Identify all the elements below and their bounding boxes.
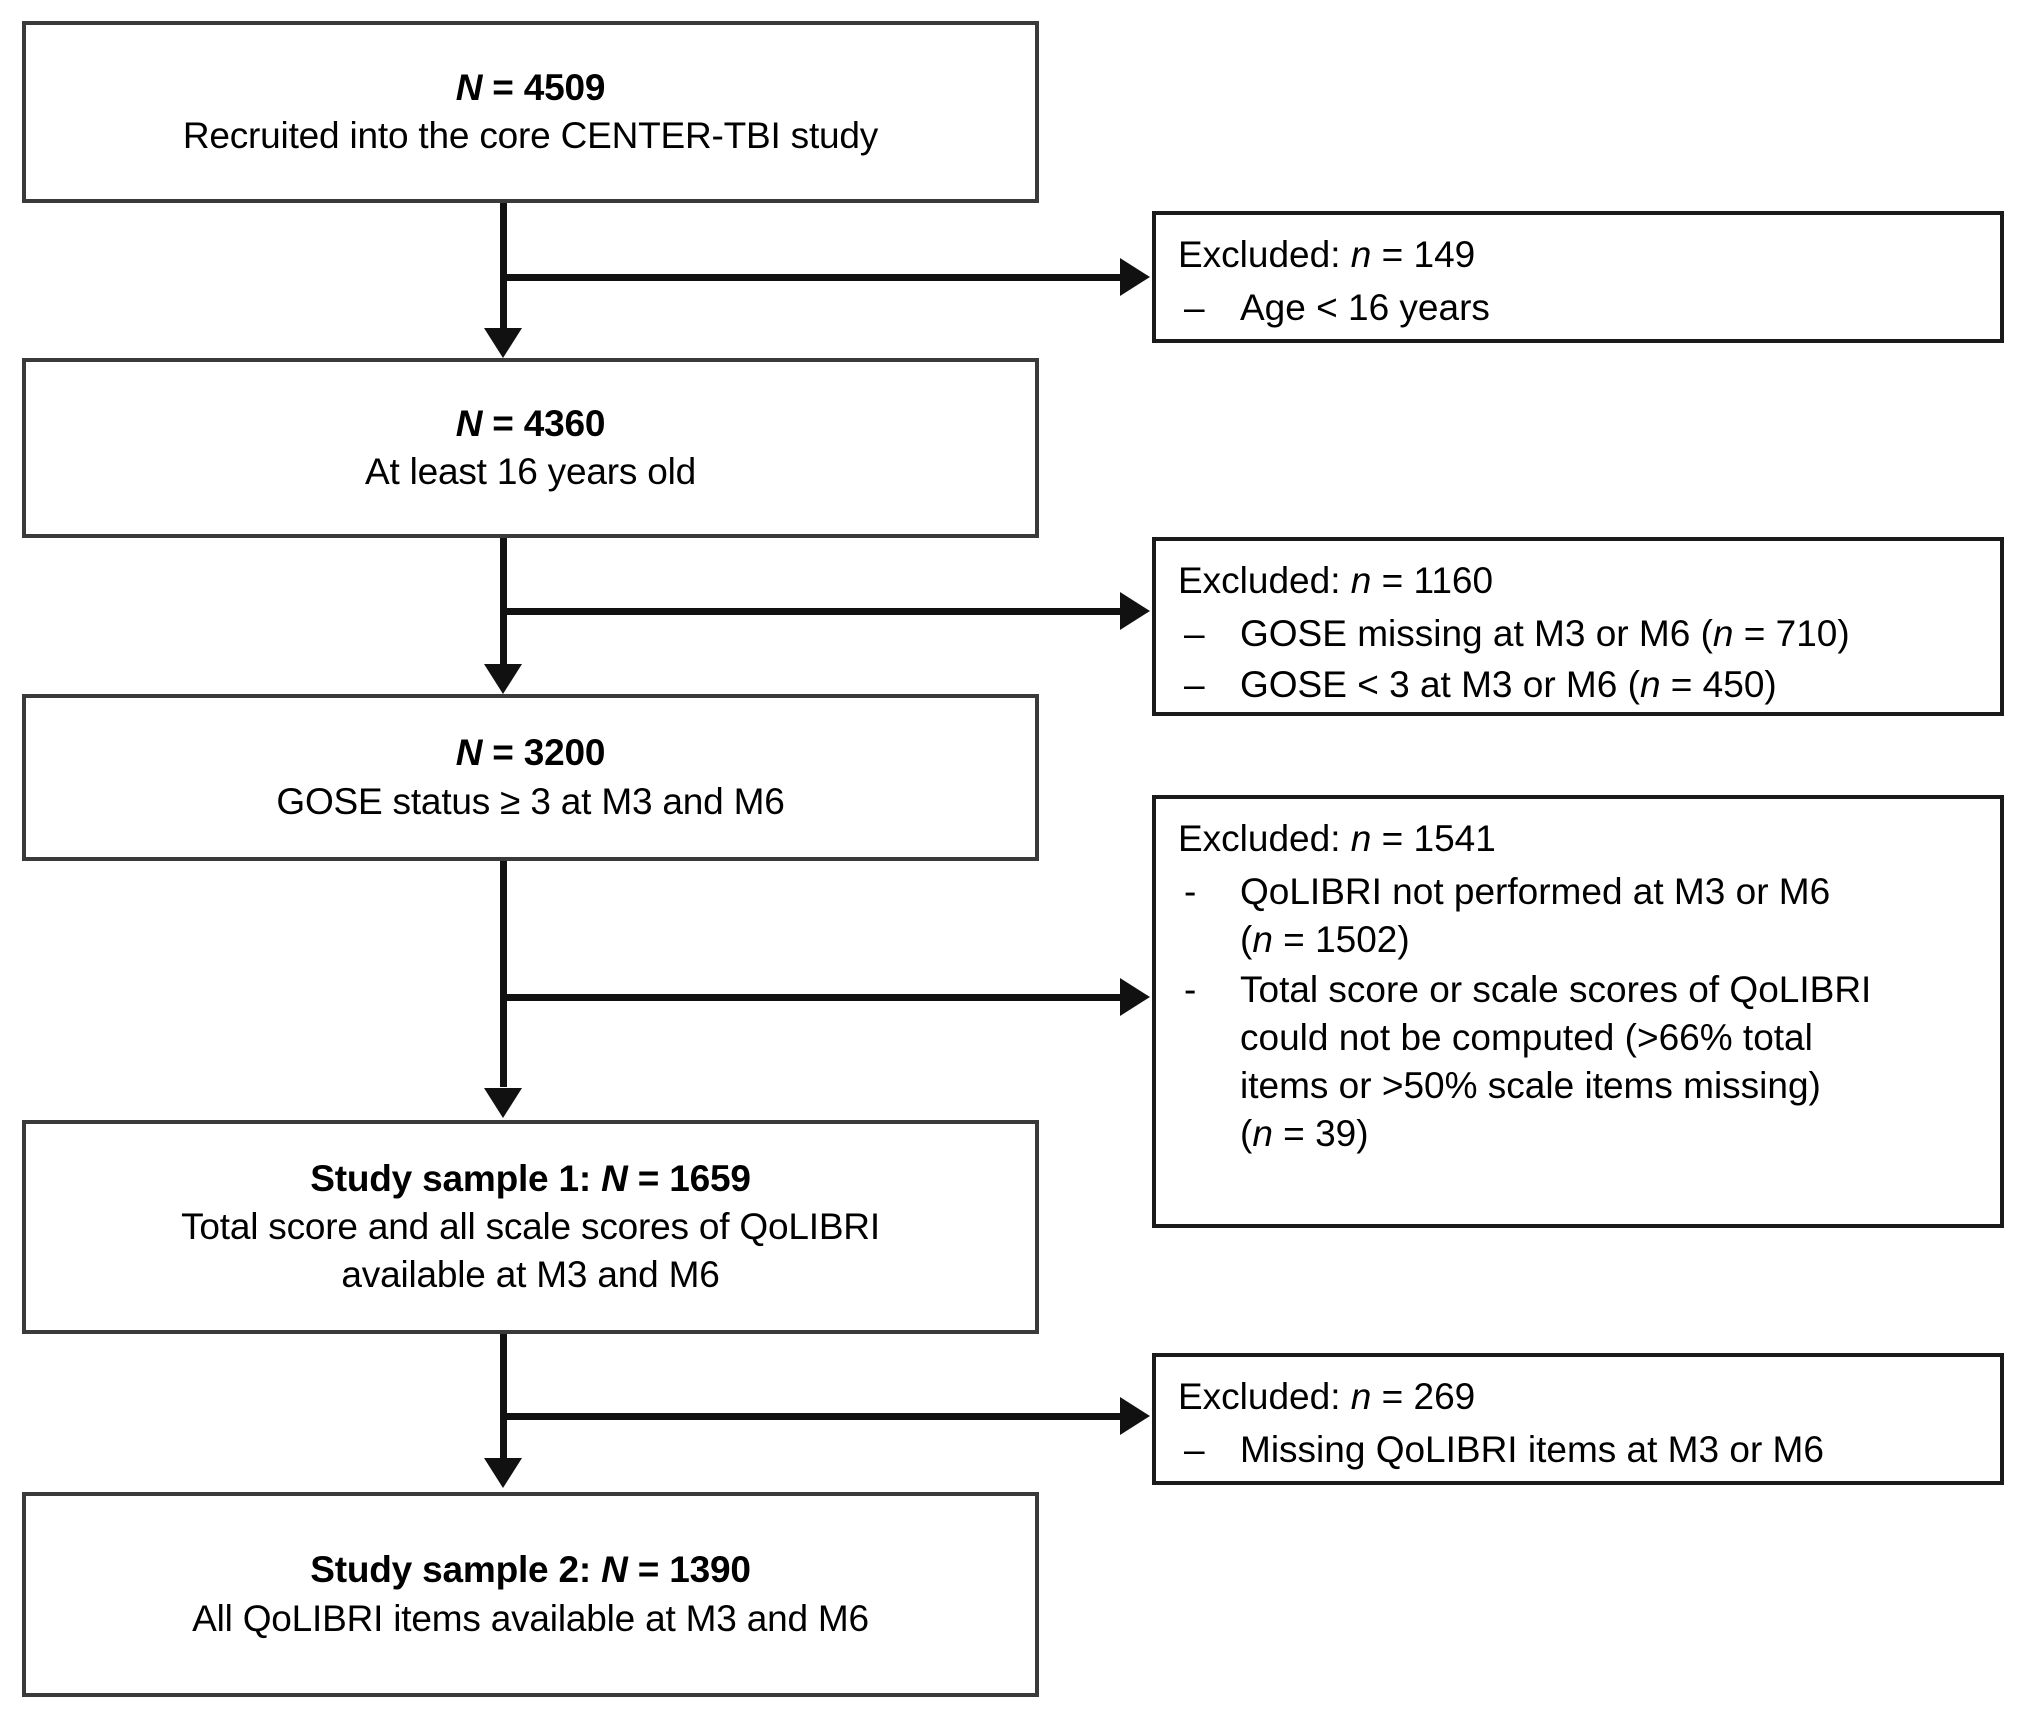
- at-least-16-box: N = 4360 At least 16 years old: [22, 358, 1039, 538]
- list-item: – GOSE < 3 at M3 or M6 (n = 450): [1178, 661, 1982, 710]
- connector-branch-exclusion-2: [500, 608, 1123, 615]
- at-least-16-box-description: At least 16 years old: [364, 451, 697, 492]
- list-item-text: Age < 16 years: [1240, 286, 1490, 328]
- study-sample-2-box: Study sample 2: N = 1390 All QoLIBRI ite…: [22, 1492, 1039, 1697]
- bullet-dash: –: [1184, 612, 1205, 654]
- bullet-dash: –: [1184, 663, 1205, 705]
- study-sample-1-box: Study sample 1: N = 1659 Total score and…: [22, 1120, 1039, 1334]
- exclusion-box-qolibri-scores: Excluded: n = 1541 - QoLIBRI not perform…: [1152, 795, 2004, 1228]
- exclusion-box-missing-items: Excluded: n = 269 – Missing QoLIBRI item…: [1152, 1353, 2004, 1485]
- arrow-down-icon: [484, 664, 522, 694]
- arrow-right-icon: [1120, 592, 1150, 630]
- connector-gose-to-sample1: [500, 861, 507, 1087]
- study-sample-2-box-description: All QoLIBRI items available at M3 and M6: [192, 1597, 869, 1639]
- connector-branch-exclusion-1: [500, 274, 1123, 281]
- connector-sample1-to-sample2: [500, 1334, 507, 1461]
- list-item: – Age < 16 years: [1178, 284, 1982, 333]
- recruited-box-count: N = 4509: [455, 66, 606, 108]
- bullet-hyphen: -: [1184, 870, 1197, 912]
- list-item: – Missing QoLIBRI items at M3 or M6: [1178, 1426, 1982, 1475]
- bullet-dash: –: [1184, 286, 1205, 328]
- gose-status-box-description: GOSE status ≥ 3 at M3 and M6: [276, 780, 785, 822]
- study-sample-1-box-count: Study sample 1: N = 1659: [310, 1157, 751, 1199]
- study-sample-1-box-description-line-1: Total score and all scale scores of QoLI…: [181, 1205, 880, 1247]
- arrow-right-icon: [1120, 1397, 1150, 1435]
- list-item: - QoLIBRI not performed at M3 or M6 (n =…: [1178, 868, 1982, 964]
- at-least-16-box-count: N = 4360: [455, 402, 606, 444]
- connector-branch-exclusion-4: [500, 1413, 1123, 1420]
- exclusion-box-qolibri-scores-list: - QoLIBRI not performed at M3 or M6 (n =…: [1178, 868, 1982, 1161]
- arrow-down-icon: [484, 328, 522, 358]
- recruited-box: N = 4509 Recruited into the core CENTER-…: [22, 21, 1039, 203]
- list-item: – GOSE missing at M3 or M6 (n = 710): [1178, 610, 1982, 659]
- connector-age16-to-gose: [500, 538, 507, 668]
- exclusion-box-gose: Excluded: n = 1160 – GOSE missing at M3 …: [1152, 537, 2004, 716]
- exclusion-box-gose-header: Excluded: n = 1160: [1178, 560, 1494, 601]
- arrow-right-icon: [1120, 258, 1150, 296]
- list-item-text: GOSE < 3 at M3 or M6 (n = 450): [1240, 663, 1777, 705]
- recruited-box-description: Recruited into the core CENTER-TBI study: [182, 115, 879, 156]
- exclusion-box-age-header: Excluded: n = 149: [1178, 234, 1476, 275]
- list-item-text: GOSE missing at M3 or M6 (n = 710): [1240, 612, 1850, 654]
- exclusion-box-age-list: – Age < 16 years: [1178, 284, 1982, 335]
- connector-branch-exclusion-3: [500, 994, 1123, 1001]
- study-sample-1-box-description-line-2: available at M3 and M6: [341, 1254, 720, 1296]
- gose-status-box-count: N = 3200: [455, 732, 606, 774]
- exclusion-box-missing-items-list: – Missing QoLIBRI items at M3 or M6: [1178, 1426, 1982, 1477]
- list-item-text: QoLIBRI not performed at M3 or M6 (n = 1…: [1240, 870, 1831, 960]
- exclusion-box-age: Excluded: n = 149 – Age < 16 years: [1152, 211, 2004, 343]
- bullet-hyphen: -: [1184, 969, 1197, 1011]
- list-item: - Total score or scale scores of QoLIBRI…: [1178, 966, 1982, 1158]
- arrow-down-icon: [484, 1088, 522, 1118]
- study-sample-2-box-count: Study sample 2: N = 1390: [310, 1549, 751, 1591]
- list-item-text: Missing QoLIBRI items at M3 or M6: [1240, 1428, 1824, 1470]
- exclusion-box-missing-items-header: Excluded: n = 269: [1178, 1376, 1476, 1417]
- bullet-dash: –: [1184, 1428, 1205, 1470]
- list-item-text: Total score or scale scores of QoLIBRI c…: [1240, 969, 1872, 1155]
- gose-status-box: N = 3200 GOSE status ≥ 3 at M3 and M6: [22, 694, 1039, 861]
- exclusion-box-qolibri-scores-header: Excluded: n = 1541: [1178, 818, 1496, 859]
- arrow-right-icon: [1120, 978, 1150, 1016]
- connector-recruited-to-age16: [500, 203, 507, 333]
- exclusion-box-gose-list: – GOSE missing at M3 or M6 (n = 710) – G…: [1178, 610, 1982, 712]
- arrow-down-icon: [484, 1458, 522, 1488]
